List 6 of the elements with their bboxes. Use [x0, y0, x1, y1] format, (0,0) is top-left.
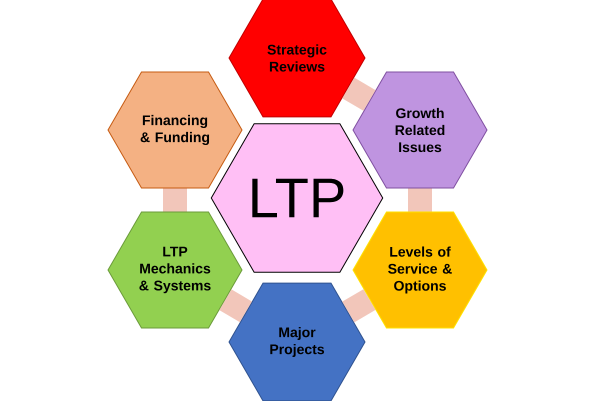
hexagon: LTP — [210, 123, 384, 273]
connector-band — [408, 188, 432, 212]
connector-band — [163, 188, 188, 212]
connector-band — [219, 289, 252, 322]
connector-band — [342, 78, 376, 111]
connector-band — [342, 289, 376, 322]
